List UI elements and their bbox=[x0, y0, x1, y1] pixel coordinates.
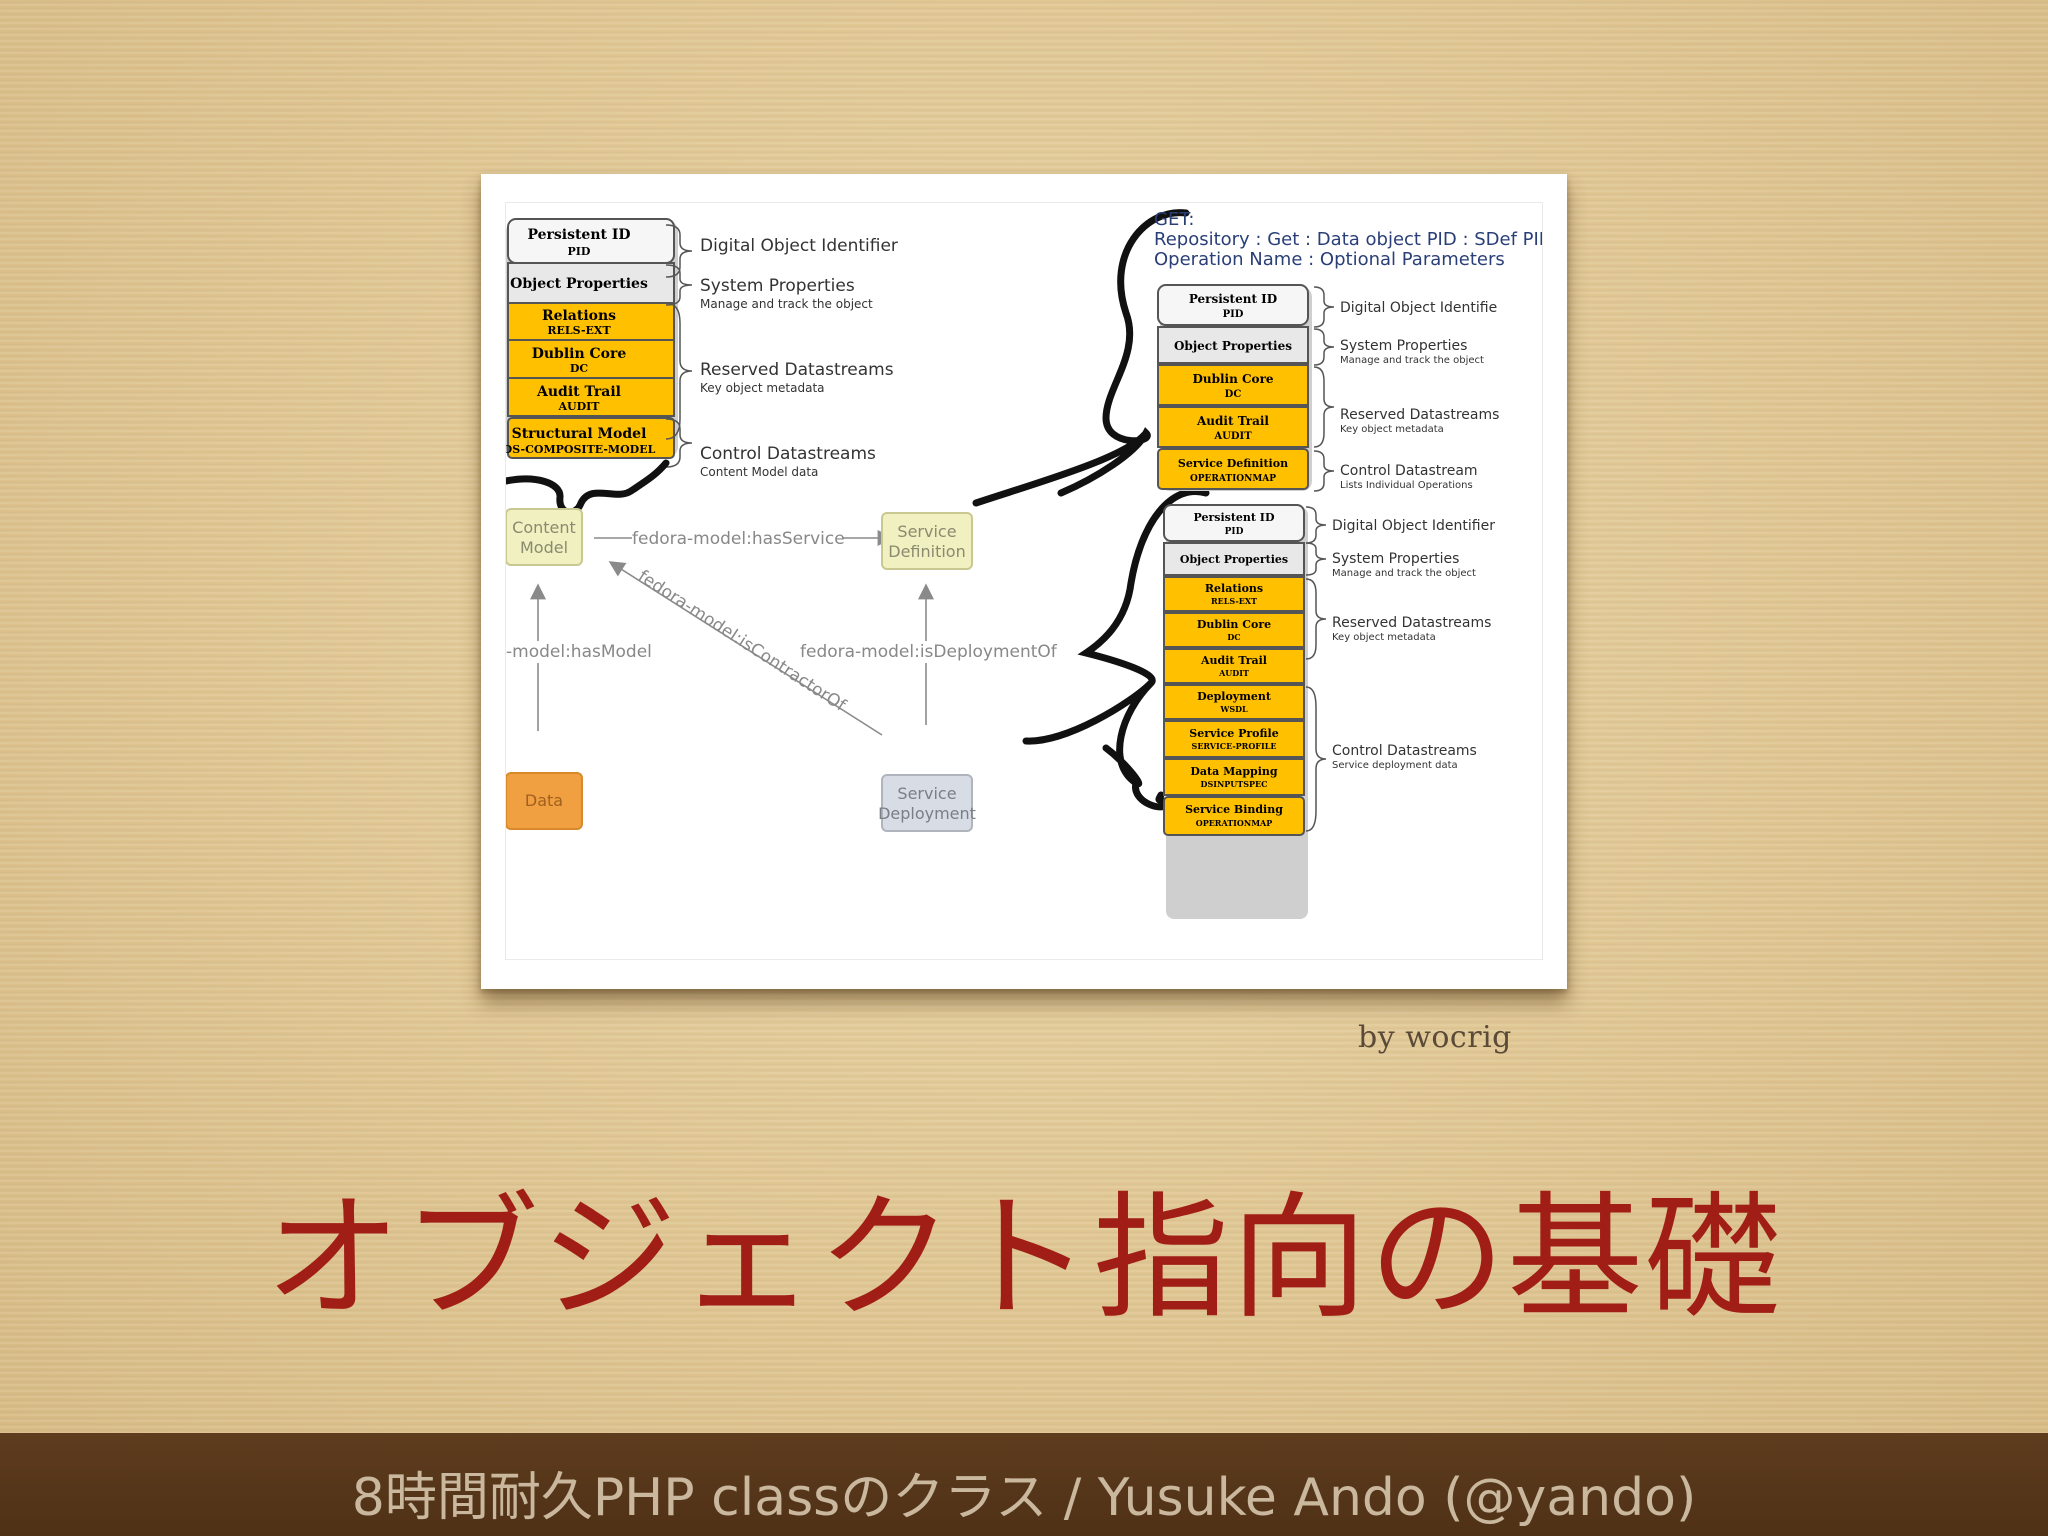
data-label: Data bbox=[525, 791, 563, 810]
left-brace-0-title: Digital Object Identifier bbox=[700, 236, 898, 256]
left-brace-1-sub: Manage and track the object bbox=[700, 297, 873, 311]
left-row-0-title: Persistent ID bbox=[527, 227, 630, 243]
content-model-node bbox=[505, 508, 583, 566]
sdep-braces bbox=[1305, 506, 1327, 832]
left-row-3-sub: DC bbox=[570, 362, 589, 375]
sdep-row-3-title: Dublin Core bbox=[1197, 618, 1271, 631]
sdep-brace-0-title: Digital Object Identifier bbox=[1332, 518, 1495, 534]
left-row-1-title: Object Properties bbox=[510, 276, 648, 292]
sdep-brace-1-title: System Properties bbox=[1332, 551, 1459, 567]
photo-credit: by wocrig bbox=[1358, 1020, 1512, 1055]
sdef-braces bbox=[1313, 286, 1335, 492]
service-deployment-label-1: Service bbox=[897, 784, 956, 803]
sdef-brace-2-title: Reserved Datastreams bbox=[1340, 407, 1499, 423]
left-row-2-title: Relations bbox=[542, 308, 616, 324]
right-hand-drawn-brace-top bbox=[972, 209, 1190, 507]
diagram-photo: Persistent ID PID Object Properties Rela… bbox=[481, 174, 1567, 989]
left-braces bbox=[665, 224, 693, 468]
footer-bar bbox=[0, 1433, 2048, 1536]
sdep-row-8-sub: OPERATIONMAP bbox=[1196, 818, 1273, 828]
sdep-row-7-sub: DSINPUTSPEC bbox=[1201, 779, 1268, 789]
left-brace-2-sub: Key object metadata bbox=[700, 381, 825, 395]
sdef-brace-labels: Digital Object Identifie System Properti… bbox=[1340, 300, 1499, 491]
sdef-brace-3-sub: Lists Individual Operations bbox=[1340, 480, 1473, 491]
sdep-row-4-sub: AUDIT bbox=[1218, 668, 1249, 678]
sdep-row-6-title: Service Profile bbox=[1189, 727, 1278, 740]
left-brace-labels: Digital Object Identifier System Propert… bbox=[700, 236, 898, 479]
sdef-brace-3-title: Control Datastream bbox=[1340, 463, 1478, 479]
left-object-stack: Persistent ID PID Object Properties Rela… bbox=[503, 218, 678, 459]
sdef-row-1-title: Object Properties bbox=[1174, 339, 1292, 353]
left-brace-2-title: Reserved Datastreams bbox=[700, 360, 894, 380]
sdef-row-4-title: Service Definition bbox=[1178, 457, 1288, 470]
left-hand-drawn-brace bbox=[502, 459, 670, 516]
service-definition-label-1: Service bbox=[897, 522, 956, 541]
sdep-row-8-title: Service Binding bbox=[1185, 803, 1283, 816]
sdep-brace-2-sub: Key object metadata bbox=[1332, 632, 1436, 643]
sdep-brace-3-title: Control Datastreams bbox=[1332, 743, 1477, 759]
content-model-label-1: Content bbox=[512, 518, 576, 537]
data-node bbox=[505, 772, 583, 830]
left-brace-1-title: System Properties bbox=[700, 276, 855, 296]
sdef-row-3-sub: AUDIT bbox=[1213, 431, 1252, 442]
service-definition-node bbox=[881, 512, 973, 570]
left-row-4-sub: AUDIT bbox=[558, 400, 601, 413]
left-row-5-title: Structural Model bbox=[512, 426, 647, 442]
service-definition-label-2: Definition bbox=[888, 542, 965, 561]
slide-title: オブジェクト指向の基礎 bbox=[265, 1180, 1783, 1338]
get-request: GET: Repository : Get : Data object PID … bbox=[1154, 209, 1564, 270]
left-row-4-title: Audit Trail bbox=[536, 384, 621, 400]
sdef-brace-1-sub: Manage and track the object bbox=[1340, 355, 1484, 366]
sdep-row-3-sub: DC bbox=[1227, 632, 1240, 642]
sdef-row-3-title: Audit Trail bbox=[1196, 414, 1269, 428]
fedora-object-diagram: Persistent ID PID Object Properties Rela… bbox=[502, 209, 1564, 919]
service-deployment-node bbox=[881, 774, 973, 832]
edge-is-deployment-of: fedora-model:isDeploymentOf bbox=[800, 642, 1058, 662]
sdef-row-0-title: Persistent ID bbox=[1189, 292, 1277, 306]
left-row-2-sub: RELS-EXT bbox=[547, 324, 611, 337]
sdef-brace-2-sub: Key object metadata bbox=[1340, 424, 1444, 435]
sdef-row-2-sub: DC bbox=[1225, 389, 1242, 400]
get-line-3: Operation Name : Optional Parameters bbox=[1154, 249, 1505, 270]
sdep-row-4-title: Audit Trail bbox=[1200, 654, 1267, 667]
sdep-row-2-title: Relations bbox=[1205, 582, 1263, 595]
sdep-brace-2-title: Reserved Datastreams bbox=[1332, 615, 1491, 631]
sdef-object-stack: Persistent ID PID Object Properties Dubl… bbox=[1157, 284, 1312, 491]
edge-has-service: fedora-model:hasService bbox=[632, 529, 845, 549]
footer-text: 8時間耐久PHP classのクラス / Yusuke Ando (@yando… bbox=[351, 1468, 1697, 1528]
left-brace-3-title: Control Datastreams bbox=[700, 444, 876, 464]
get-line-2: Repository : Get : Data object PID : SDe… bbox=[1154, 229, 1542, 250]
sdep-brace-labels: Digital Object Identifier System Propert… bbox=[1332, 518, 1495, 771]
content-model-label-2: Model bbox=[520, 538, 568, 557]
sdep-row-0-title: Persistent ID bbox=[1193, 511, 1274, 524]
sdef-row-2-title: Dublin Core bbox=[1192, 372, 1273, 386]
diagram-canvas: Persistent ID PID Object Properties Rela… bbox=[502, 202, 1564, 960]
node-graph: Content Model Service Definition Data Se… bbox=[505, 508, 1060, 832]
sdep-row-7-title: Data Mapping bbox=[1190, 765, 1278, 778]
sdep-row-1-title: Object Properties bbox=[1180, 553, 1288, 566]
left-row-0-sub: PID bbox=[568, 245, 591, 258]
left-brace-3-sub: Content Model data bbox=[700, 465, 818, 479]
sdep-row-5-sub: WSDL bbox=[1219, 704, 1248, 714]
get-line-1: GET: bbox=[1154, 209, 1194, 230]
service-deployment-label-2: Deployment bbox=[878, 804, 976, 823]
sdep-row-2-sub: RELS-EXT bbox=[1211, 596, 1257, 606]
sdep-object-stack: Persistent ID PID Object Properties Rela… bbox=[1163, 504, 1308, 919]
left-row-5-sub: DS-COMPOSITE-MODEL bbox=[506, 443, 656, 456]
sdep-row-5-title: Deployment bbox=[1197, 690, 1272, 703]
edge-has-model: -model:hasModel bbox=[506, 642, 652, 662]
sdep-row-0-sub: PID bbox=[1225, 527, 1244, 537]
sdef-row-0-sub: PID bbox=[1223, 309, 1244, 320]
left-row-3-title: Dublin Core bbox=[532, 346, 627, 362]
sdef-brace-1-title: System Properties bbox=[1340, 338, 1467, 354]
sdef-brace-0-title: Digital Object Identifie bbox=[1340, 300, 1497, 316]
sdep-row-6-sub: SERVICE-PROFILE bbox=[1192, 741, 1277, 751]
sdep-brace-1-sub: Manage and track the object bbox=[1332, 568, 1476, 579]
sdep-brace-3-sub: Service deployment data bbox=[1332, 760, 1458, 771]
sdef-row-4-sub: OPERATIONMAP bbox=[1190, 474, 1276, 484]
